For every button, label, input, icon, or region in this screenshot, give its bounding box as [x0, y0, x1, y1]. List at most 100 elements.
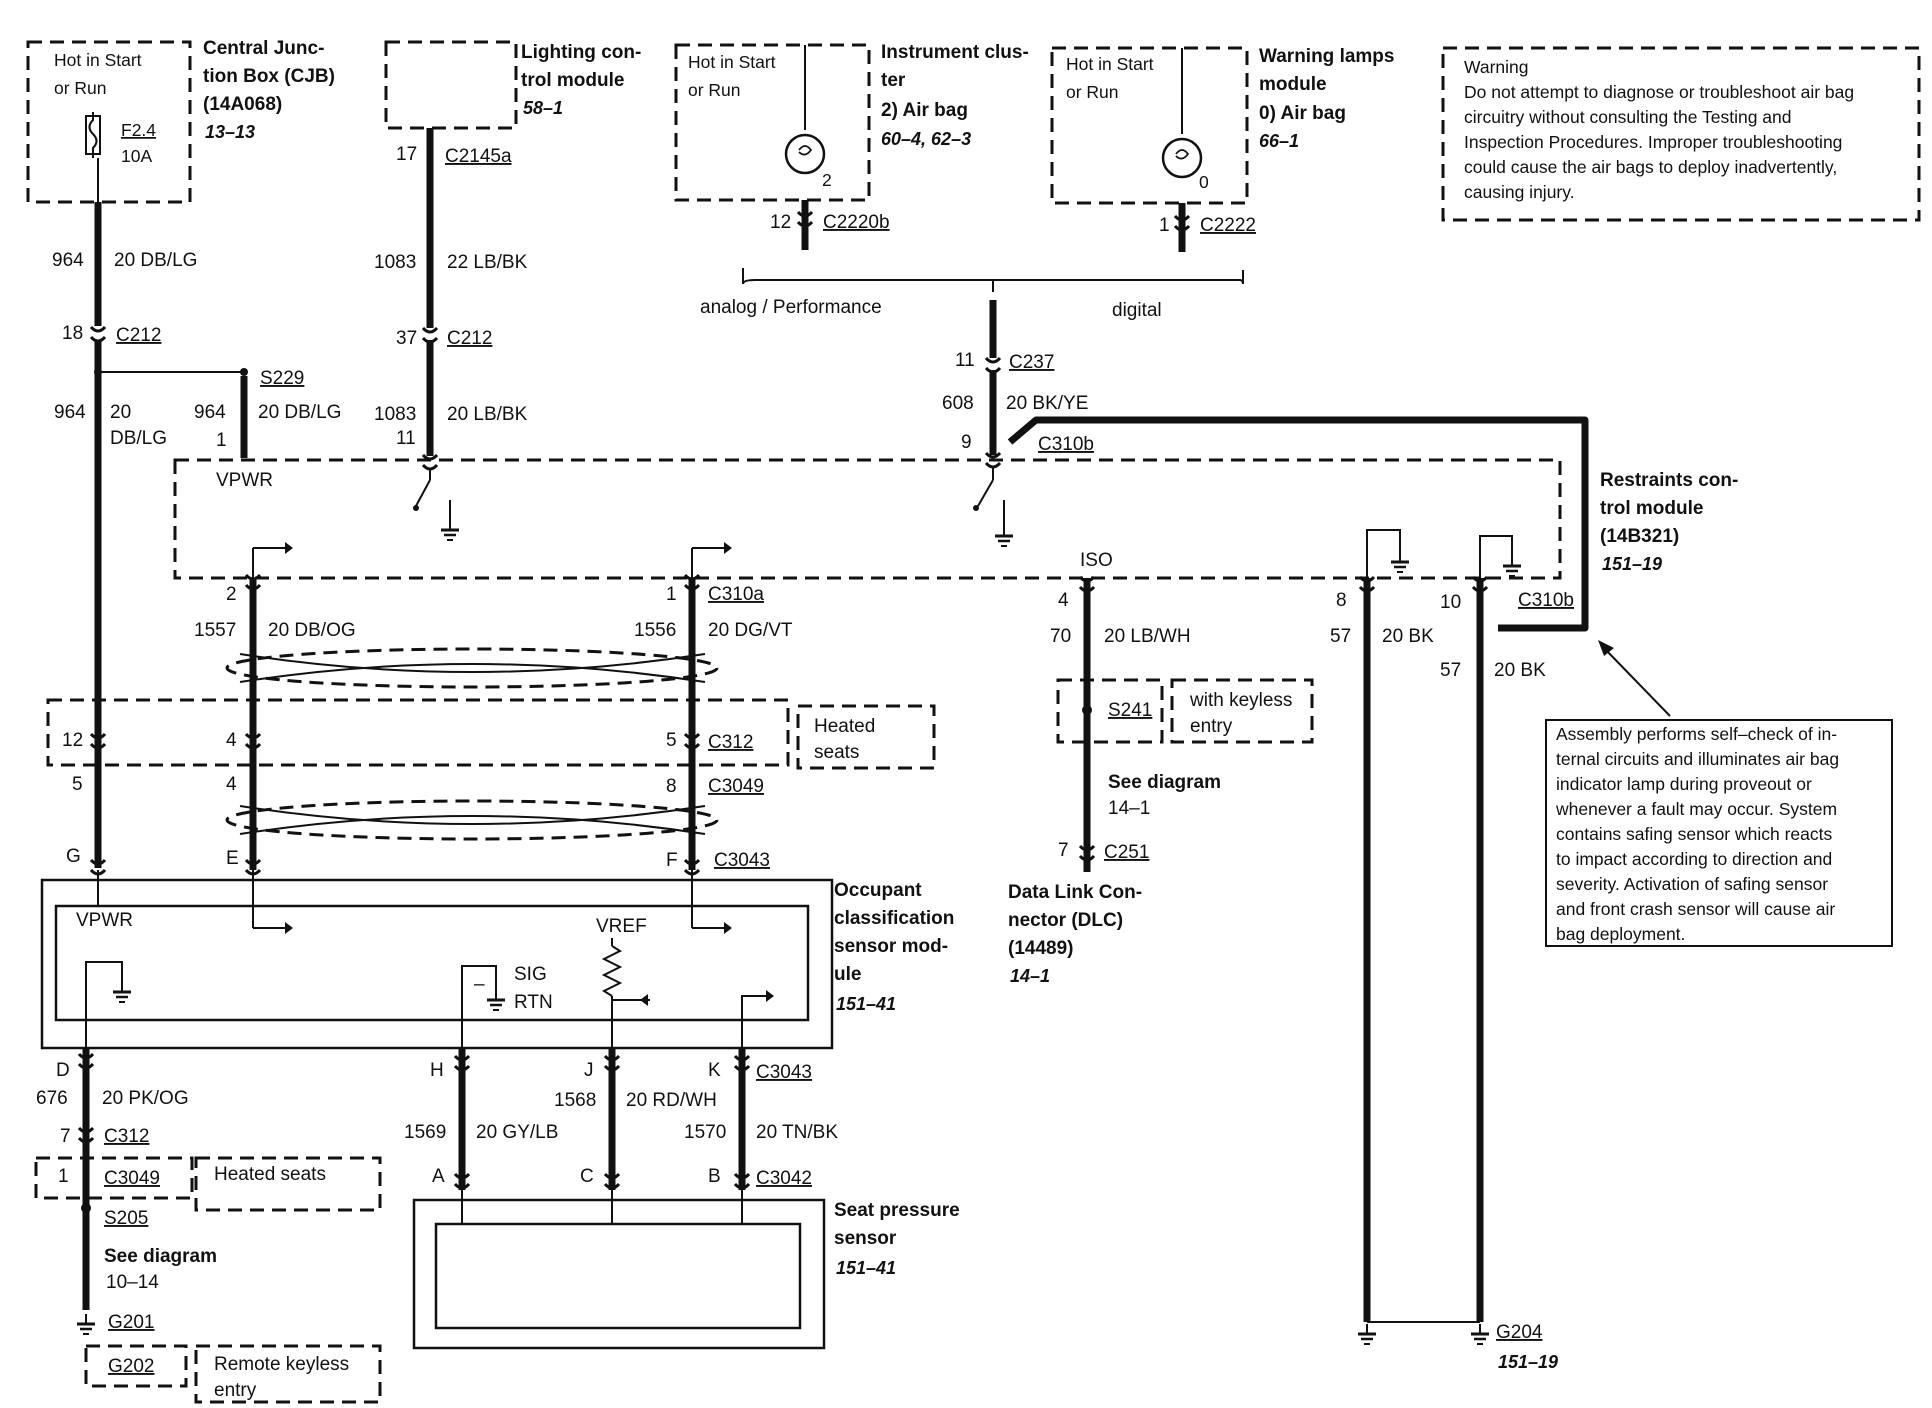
diagram-label: causing injury. — [1464, 182, 1575, 202]
diagram-label: 151–19 — [1498, 1352, 1558, 1372]
wire-608-branches — [742, 200, 1589, 632]
diagram-label: A — [432, 1166, 445, 1187]
diagram-label: 1556 — [634, 620, 676, 641]
cjb-title: Central Junc- tion Box (CJB) (14A068) 13… — [203, 38, 335, 142]
diagram-label: Instrument clus- — [881, 42, 1029, 63]
airbag-lamp-icon — [1161, 137, 1203, 179]
ocs-title: Occupant classification sensor mod- ule … — [834, 880, 954, 1014]
diagram-label: 20 DB/LG — [114, 250, 197, 271]
diagram-label: 10–14 — [106, 1272, 159, 1293]
diagram-label: 5 — [666, 730, 677, 751]
diagram-label: Hot in Start — [1066, 54, 1154, 74]
dlc-title: Data Link Con- nector (DLC) (14489) 14–1 — [1008, 882, 1142, 986]
rcm-iso-label: ISO — [1080, 550, 1113, 571]
diagram-label: 17 — [396, 144, 417, 165]
diagram-label: 151–41 — [836, 1258, 896, 1278]
diagram-label: Central Junc- — [203, 38, 324, 59]
diagram-label: 1 — [58, 1166, 69, 1187]
diagram-label: (14A068) — [203, 94, 282, 115]
rcm-vpwr-label: VPWR — [216, 470, 273, 491]
diagram-label: B — [708, 1166, 721, 1187]
warning-notice: Warning Do not attempt to diagnose or tr… — [1441, 46, 1921, 222]
diagram-label: J — [584, 1060, 594, 1081]
diagram-label: Hot in Start — [688, 52, 776, 72]
diagram-label: 13–13 — [205, 122, 255, 142]
cjb-run-label: or Run — [54, 78, 107, 98]
diagram-label: C251 — [1104, 842, 1149, 863]
diagram-label: S229 — [260, 368, 304, 389]
cjb-hot-label: Hot in Start — [54, 50, 142, 70]
diagram-label: 37 — [396, 328, 417, 349]
diagram-label: Seat pressure — [834, 1200, 960, 1221]
diagram-label: 8 — [666, 776, 677, 797]
diagram-label: D — [56, 1060, 70, 1081]
diagram-label: Remote keyless — [214, 1354, 349, 1375]
diagram-label: 20 LB/BK — [447, 404, 528, 425]
diagram-label: 2 — [226, 584, 237, 605]
diagram-label: Occupant — [834, 880, 922, 901]
twist-ellipse — [225, 647, 719, 689]
diagram-label: C312 — [104, 1126, 149, 1147]
diagram-label: C3049 — [708, 776, 764, 797]
assembly-note: Assembly performs self–check of in- tern… — [1545, 640, 1893, 947]
diagram-label: indicator lamp during proveout or — [1556, 774, 1812, 794]
diagram-label: Heated — [814, 716, 875, 737]
diagram-label: C312 — [708, 732, 753, 753]
fuse-name: F2.4 — [121, 120, 156, 140]
diagram-label: G202 — [108, 1356, 154, 1377]
diagram-label: seats — [814, 742, 859, 763]
diagram-label: RTN — [514, 992, 553, 1013]
diagram-label: 12 — [770, 212, 791, 233]
wire-70-dlc — [1056, 575, 1314, 872]
cjb-box: Hot in Start or Run F2.4 10A — [26, 40, 192, 204]
diagram-label: 11 — [955, 350, 975, 371]
diagram-label: 5 — [72, 774, 83, 795]
diagram-label: DB/LG — [110, 428, 167, 449]
diagram-label: 57 — [1440, 660, 1461, 681]
wire-1083 — [421, 128, 439, 471]
diagram-label: G — [66, 846, 81, 867]
ocs-module: VPWR VREF – SIG RTN — [40, 870, 834, 1058]
diagram-label: 14–1 — [1108, 798, 1150, 819]
diagram-label: C3042 — [756, 1168, 812, 1189]
diagram-label: 1569 — [404, 1122, 446, 1143]
diagram-label: C212 — [447, 328, 492, 349]
diagram-label: entry — [214, 1380, 257, 1401]
airbag-lamp-icon — [784, 133, 826, 175]
diagram-label: 14–1 — [1010, 966, 1050, 986]
diagram-label: 57 — [1330, 626, 1351, 647]
diagram-label: and front crash sensor will cause air — [1556, 899, 1835, 919]
diagram-label: C3043 — [714, 850, 770, 871]
diagram-label: C310b — [1518, 590, 1574, 611]
diagram-label: 20 BK — [1382, 626, 1434, 647]
diagram-label: 1083 — [374, 404, 416, 425]
diagram-label: 1 — [666, 584, 677, 605]
diagram-label: G204 — [1496, 1322, 1543, 1343]
rcm-box: VPWR ISO — [173, 458, 1562, 580]
diagram-label: 151–19 — [1602, 554, 1662, 574]
diagram-label: ternal circuits and illuminates air bag — [1556, 749, 1839, 769]
diagram-label: SIG — [514, 964, 547, 985]
diagram-label: 964 — [194, 402, 226, 423]
diagram-label: 20 GY/LB — [476, 1122, 558, 1143]
twisted-pair-wires — [89, 573, 719, 876]
diagram-label: See diagram — [104, 1246, 217, 1267]
diagram-label: tion Box (CJB) — [203, 66, 335, 87]
diagram-label: 70 — [1050, 626, 1071, 647]
diagram-label: nector (DLC) — [1008, 910, 1123, 931]
diagram-label: 608 — [942, 393, 974, 414]
diagram-label: C — [580, 1166, 594, 1187]
diagram-label: S205 — [104, 1208, 148, 1229]
diagram-label: 2 — [822, 170, 832, 190]
diagram-label: Inspection Procedures. Improper troubles… — [1464, 132, 1842, 152]
diagram-label: C2222 — [1200, 215, 1256, 236]
diagram-label: 10 — [1440, 592, 1461, 613]
diagram-label: H — [430, 1060, 444, 1081]
diagram-label: 964 — [54, 402, 86, 423]
diagram-label: could cause the air bags to deploy inadv… — [1464, 157, 1837, 177]
diagram-label: VREF — [596, 916, 647, 937]
diagram-label: 0) Air bag — [1259, 103, 1346, 124]
heated-seats-option: Heated seats — [46, 698, 936, 770]
diagram-label: 20 DG/VT — [708, 620, 793, 641]
